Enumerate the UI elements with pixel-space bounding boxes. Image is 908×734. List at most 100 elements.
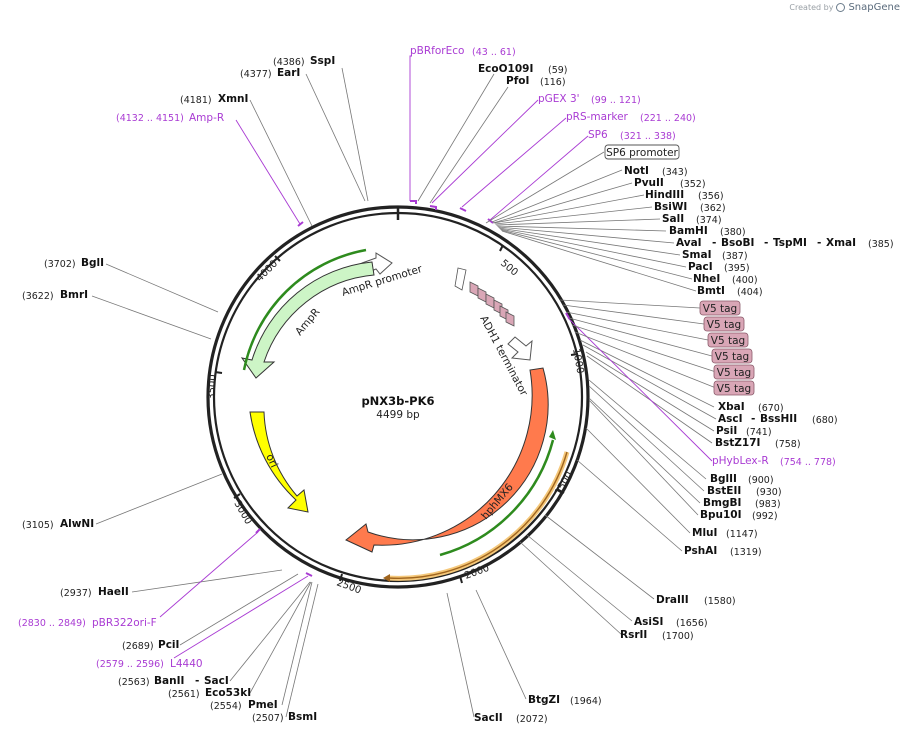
enzyme-paci[interactable]: PacI [688, 261, 713, 273]
sp6-promoter-box[interactable] [604, 144, 680, 160]
leader-btgzi [475, 589, 527, 700]
enzyme-btgzi-pos: (1964) [570, 696, 602, 707]
ampr-arrow[interactable] [240, 261, 375, 379]
feature-leader-lines [485, 151, 717, 389]
enzyme-bsobi[interactable]: BsoBI [721, 237, 754, 249]
tick-1500 [556, 488, 565, 494]
enzyme-sali[interactable]: SalI [662, 213, 684, 225]
tick-label-500: 500 [498, 258, 520, 279]
primer-mark-prs-marker[interactable] [459, 207, 467, 212]
leader-banii [229, 581, 311, 682]
enzyme-btgzi[interactable]: BtgZI [528, 694, 560, 706]
enzyme-xmni[interactable]: XmnI [218, 93, 248, 105]
enzyme-saci[interactable]: SacI [204, 675, 229, 687]
enzyme-avai[interactable]: AvaI [676, 237, 702, 249]
enzyme-rsrii[interactable]: RsrII [620, 629, 647, 641]
enzyme-bpu10i[interactable]: Bpu10I [700, 509, 742, 521]
enzyme-pmei[interactable]: PmeI [248, 699, 278, 711]
leader-hindiii [493, 194, 645, 224]
v5-tag-box-2[interactable] [703, 316, 745, 332]
primer-mark-phyblex-r[interactable] [565, 312, 570, 319]
enzyme-draiii[interactable]: DraIII [656, 594, 689, 606]
enzyme-mlui[interactable]: MluI [692, 527, 717, 539]
enzyme-xbai[interactable]: XbaI [718, 401, 745, 413]
ampr-green-band [242, 248, 367, 371]
enzyme-sacii[interactable]: SacII [474, 712, 503, 724]
adh1-terminator-arrow[interactable] [507, 336, 533, 361]
enzyme-xmai[interactable]: XmaI [826, 237, 856, 249]
v5-arrow-3[interactable] [485, 293, 495, 309]
primer-l4440[interactable]: L4440 [170, 658, 203, 670]
enzyme-pmei-pos: (2554) [210, 701, 242, 712]
v5-tag-box-1[interactable] [699, 300, 741, 316]
v5-tag-box-4[interactable] [711, 348, 753, 364]
enzyme-bstz17i[interactable]: BstZ17I [715, 437, 760, 449]
enzyme-pcii[interactable]: PciI [158, 639, 179, 651]
primer-sp6[interactable]: SP6 [588, 129, 608, 141]
sp6-promoter-arrow[interactable] [454, 267, 467, 291]
enzyme-haeii[interactable]: HaeII [98, 586, 129, 598]
enzyme-noti[interactable]: NotI [624, 165, 649, 177]
primer-mark-pgex3[interactable] [429, 205, 437, 210]
tick-4000 [274, 255, 281, 262]
hphmx6-arrow[interactable] [345, 367, 549, 553]
ori-arrow[interactable] [249, 411, 309, 513]
enzyme-alwni[interactable]: AlwNI [60, 518, 94, 530]
enzyme-bmti-pos: (404) [737, 287, 763, 298]
primer-prs-marker[interactable]: pRS-marker [566, 111, 629, 123]
enzyme-pshai[interactable]: PshAI [684, 545, 717, 557]
enzyme-asci[interactable]: AscI [718, 413, 743, 425]
enzyme-sacii-pos: (2072) [516, 714, 548, 725]
enzyme-hindiii[interactable]: HindIII [645, 189, 684, 201]
v5-arrow-2[interactable] [477, 287, 487, 303]
enzyme-psii[interactable]: PsiI [716, 425, 737, 437]
enzyme-eari[interactable]: EarI [277, 67, 300, 79]
snapgene-logo-icon [836, 3, 846, 12]
enzyme-bamhi[interactable]: BamHI [669, 225, 708, 237]
leader-l4440 [173, 575, 309, 659]
enzyme-bsiwi[interactable]: BsiWI [654, 201, 687, 213]
v5-tag-box-5[interactable] [713, 364, 755, 380]
leader-phyblex-r [567, 317, 713, 462]
primer-pbrforeco[interactable]: pBRforEco [410, 45, 464, 57]
enzyme-eco53ki[interactable]: Eco53kI [205, 687, 251, 699]
enzyme-bmri[interactable]: BmrI [60, 289, 88, 301]
v5-arrow-1[interactable] [469, 281, 479, 297]
v5-arrow-6[interactable] [505, 311, 515, 327]
enzyme-bmti[interactable]: BmtI [697, 285, 725, 297]
enzyme-bmgbi[interactable]: BmgBI [703, 497, 741, 509]
enzyme-bgli[interactable]: BglI [81, 257, 104, 269]
primer-amp-r[interactable]: Amp-R [189, 112, 224, 124]
leader-haeii [131, 569, 283, 593]
primer-mark-l4440[interactable] [305, 572, 313, 577]
leader-avai [497, 226, 675, 244]
primer-phyblex-r[interactable]: pHybLex-R [712, 455, 769, 467]
leader-pshai [576, 459, 683, 552]
enzyme-pvuii[interactable]: PvuII [634, 177, 664, 189]
enzyme-ecoo109i[interactable]: EcoO109I [478, 63, 533, 75]
v5-tag-box-3[interactable] [707, 332, 749, 348]
primer-pbr322ori-f[interactable]: pBR322ori-F [92, 617, 157, 629]
enzyme-bsmi[interactable]: BsmI [288, 711, 317, 723]
enzyme-pfoi[interactable]: PfoI [506, 75, 529, 87]
enzyme-bglii[interactable]: BglII [710, 473, 737, 485]
v5-tag-box-6[interactable] [713, 380, 755, 396]
enzyme-asisi[interactable]: AsiSI [634, 616, 663, 628]
enzyme-bpu10i-pos: (992) [752, 511, 778, 522]
primer-mark-pbr322ori-f[interactable] [255, 528, 261, 534]
enzyme-tspmi[interactable]: TspMI [773, 237, 807, 249]
leader-v5-2 [562, 304, 705, 325]
enzyme-sspi[interactable]: SspI [310, 55, 335, 67]
enzyme-banii[interactable]: BanII [154, 675, 184, 687]
hphmx6-label: hphMX6 [479, 481, 516, 522]
primer-labels: pBRforEco (43 .. 61) pGEX 3' (99 .. 121)… [18, 45, 836, 670]
enzyme-bsshii[interactable]: BssHII [760, 413, 797, 425]
enzyme-nhei[interactable]: NheI [693, 273, 720, 285]
primer-pgex3[interactable]: pGEX 3' [538, 93, 580, 105]
enzyme-bsteii[interactable]: BstEII [707, 485, 741, 497]
enzyme-mlui-pos: (1147) [726, 529, 758, 540]
primer-mark-pbrforeco[interactable] [410, 200, 417, 204]
primer-mark-amp-r[interactable] [297, 221, 304, 227]
enzyme-smai[interactable]: SmaI [682, 249, 712, 261]
